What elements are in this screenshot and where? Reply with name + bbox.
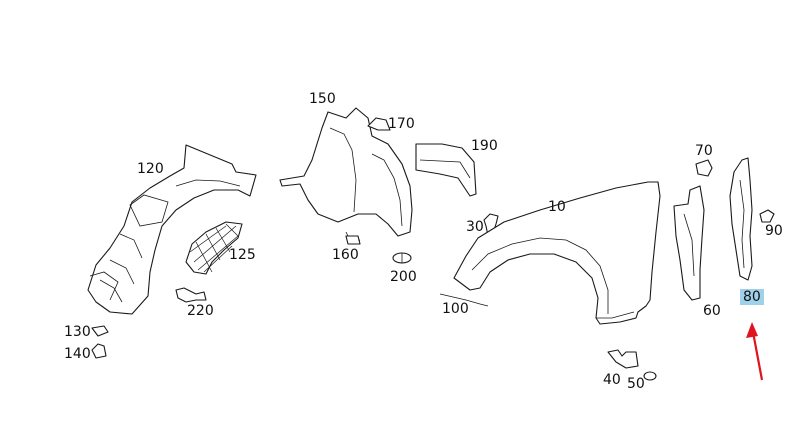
grille-part-125[interactable]: [185, 221, 243, 275]
callout-90[interactable]: 90: [765, 223, 783, 239]
callout-40[interactable]: 40: [603, 372, 621, 388]
callout-100[interactable]: 100: [442, 301, 469, 317]
callout-80[interactable]: 80: [740, 289, 764, 305]
insulation-part-60[interactable]: [673, 185, 705, 301]
callout-220[interactable]: 220: [187, 303, 214, 319]
callout-170[interactable]: 170: [388, 116, 415, 132]
callout-70[interactable]: 70: [695, 143, 713, 159]
callout-60[interactable]: 60: [703, 303, 721, 319]
screw-part-90[interactable]: [759, 209, 775, 223]
callout-140[interactable]: 140: [64, 346, 91, 362]
callout-120[interactable]: 120: [137, 161, 164, 177]
fender-part-10[interactable]: [453, 181, 661, 325]
callout-125[interactable]: 125: [229, 247, 256, 263]
callout-190[interactable]: 190: [471, 138, 498, 154]
callout-50[interactable]: 50: [627, 376, 645, 392]
callout-10[interactable]: 10: [548, 199, 566, 215]
retainer-part-200[interactable]: [392, 252, 412, 264]
callout-30[interactable]: 30: [466, 219, 484, 235]
push-pin-part-220[interactable]: [175, 287, 207, 303]
red-arrow-icon: [746, 322, 764, 381]
cable-part-100[interactable]: [439, 293, 489, 307]
plug-part-70[interactable]: [695, 159, 713, 177]
callout-130[interactable]: 130: [64, 324, 91, 340]
callout-160[interactable]: 160: [332, 247, 359, 263]
clip-part-140[interactable]: [91, 343, 107, 359]
trim-cover-part-190[interactable]: [415, 143, 477, 197]
washer-part-50[interactable]: [643, 371, 657, 381]
seal-part-80[interactable]: [729, 157, 753, 281]
bracket-part-170[interactable]: [367, 117, 391, 131]
clip-part-160[interactable]: [345, 235, 361, 245]
clip-part-130[interactable]: [91, 325, 109, 337]
bolt-part-40[interactable]: [607, 349, 639, 369]
callout-150[interactable]: 150: [309, 91, 336, 107]
callout-200[interactable]: 200: [390, 269, 417, 285]
wheel-liner-part-120[interactable]: [87, 144, 257, 315]
